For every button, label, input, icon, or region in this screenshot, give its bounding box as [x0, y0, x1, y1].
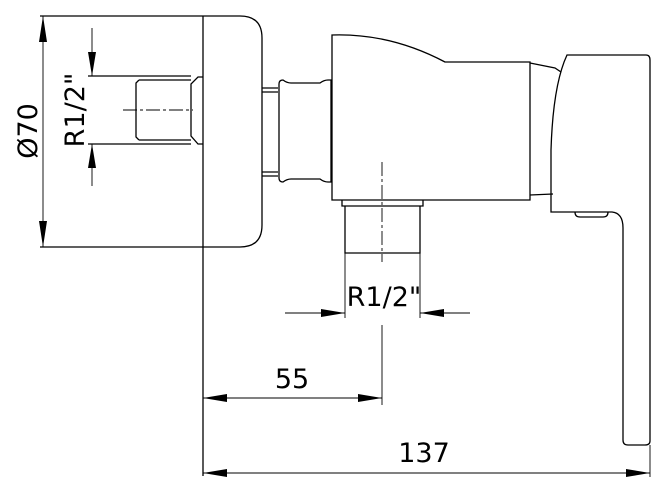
inlet-thread: [88, 75, 203, 145]
connector-nut: [262, 79, 332, 183]
outlet-offset-label: 55: [275, 364, 309, 395]
diameter-dimension: [39, 16, 47, 247]
outlet-thread-label: R1/2": [347, 282, 422, 313]
outlet-offset-dimension: [203, 394, 382, 402]
lever-handle: [550, 54, 651, 446]
total-depth-dimension: [203, 445, 651, 477]
outlet-thread-dimension: [285, 253, 470, 318]
inlet-thread-label: R1/2": [60, 73, 91, 148]
inlet-thread-dimension: [88, 28, 96, 186]
diameter-label: Ø70: [13, 103, 44, 159]
wall-plate: [40, 15, 263, 476]
mixer-body: [331, 34, 562, 254]
total-depth-label: 137: [398, 438, 450, 469]
